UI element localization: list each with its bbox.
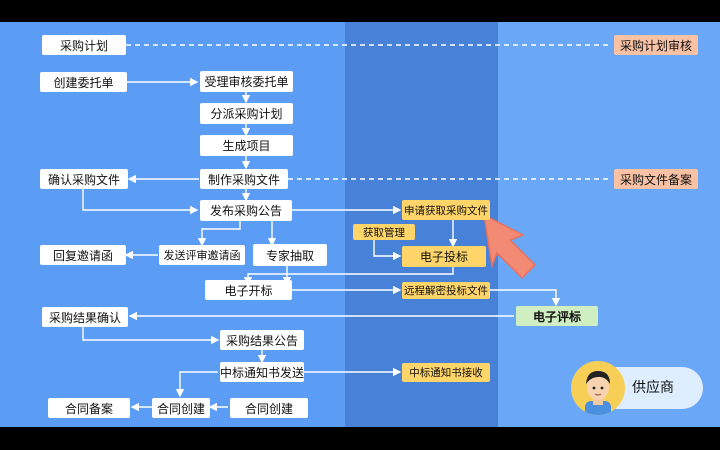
node-contract-filing: 合同备案 — [48, 398, 130, 418]
node-publish-notice: 发布采购公告 — [200, 200, 292, 221]
node-send-review-invite: 发送评审邀请函 — [159, 245, 245, 265]
node-docs-filing: 采购文件备案 — [614, 169, 698, 189]
node-result-confirm: 采购结果确认 — [42, 307, 128, 327]
flowchart-stage: 采购计划 创建委托单 受理审核委托单 分派采购计划 生成项目 制作采购文件 确认… — [0, 22, 720, 427]
node-e-bid: 电子投标 — [402, 246, 486, 267]
node-accept-review: 受理审核委托单 — [200, 71, 293, 92]
node-award-send: 中标通知书发送 — [220, 362, 304, 382]
node-make-docs: 制作采购文件 — [200, 169, 288, 189]
node-assign-plan: 分派采购计划 — [200, 103, 293, 124]
node-plan: 采购计划 — [42, 35, 126, 55]
node-apply-docs: 申请获取采购文件 — [402, 200, 490, 220]
node-create-entrust: 创建委托单 — [40, 72, 127, 92]
node-contract-create-1: 合同创建 — [152, 398, 210, 418]
node-e-open: 电子开标 — [205, 280, 292, 300]
supplier-avatar-icon — [571, 361, 625, 415]
node-generate-project: 生成项目 — [200, 135, 293, 156]
node-get-manage: 获取管理 — [353, 224, 415, 240]
node-award-receive: 中标通知书接收 — [402, 363, 490, 382]
node-contract-create-2: 合同创建 — [230, 398, 308, 418]
node-expert-draw: 专家抽取 — [253, 244, 327, 266]
supervisor-swimlane — [498, 22, 720, 427]
node-e-eval: 电子评标 — [516, 306, 598, 326]
supplier-label: 供应商 — [632, 380, 674, 396]
node-confirm-docs: 确认采购文件 — [40, 169, 128, 189]
node-result-notice: 采购结果公告 — [220, 330, 304, 350]
pointer-arrow-icon — [483, 213, 537, 280]
node-remote-decrypt: 远程解密投标文件 — [402, 282, 490, 299]
node-reply-invite: 回复邀请函 — [40, 245, 126, 265]
node-plan-review: 采购计划审核 — [614, 35, 698, 55]
